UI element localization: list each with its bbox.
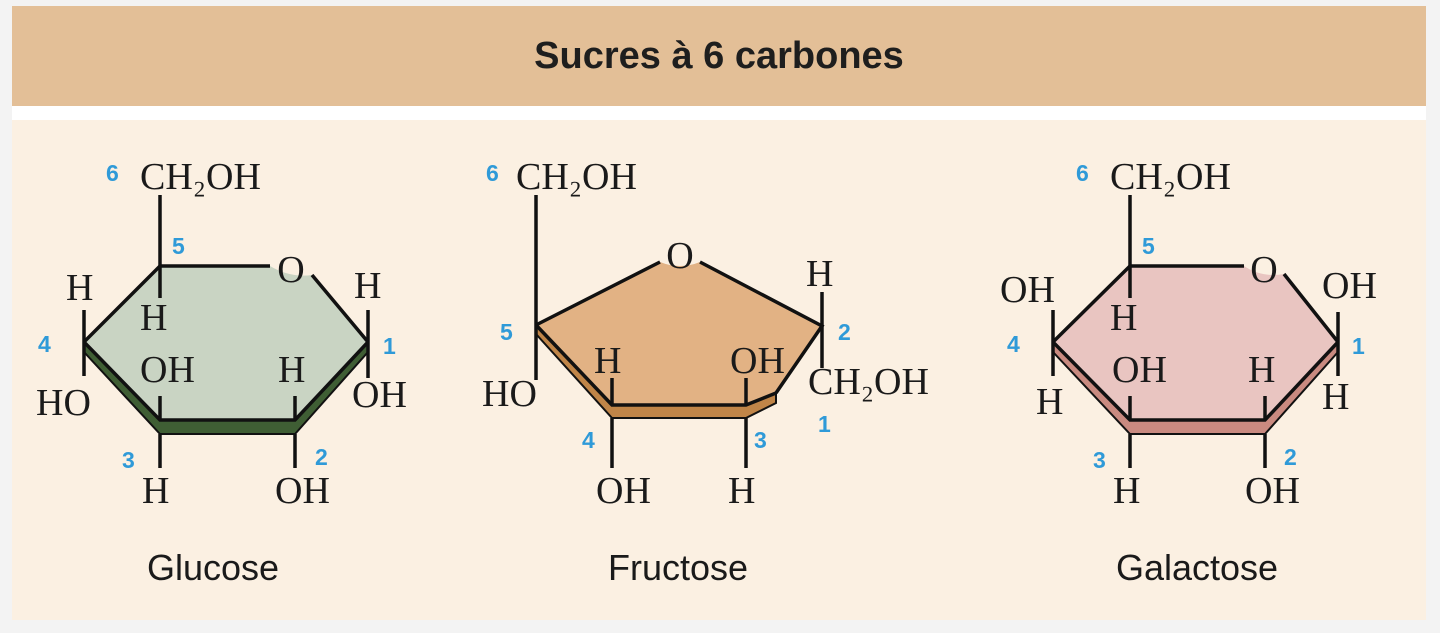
galactose-h-c4: H [1036, 381, 1063, 423]
galactose-oh-c1: OH [1322, 265, 1377, 307]
glucose-structure: CH₂OH O H H HO H OH OH H H OH 1 2 3 4 5 … [36, 156, 407, 588]
fructose-h-c4: H [594, 340, 621, 382]
galactose-carbon-5-number: 5 [1142, 233, 1155, 259]
galactose-oh-c2: OH [1245, 470, 1300, 512]
galactose-ring-fill [1053, 266, 1338, 420]
galactose-carbon-6-number: 6 [1076, 160, 1089, 186]
fructose-carbon-5-number: 5 [500, 319, 513, 345]
fructose-ch2oh-top-label: CH₂OH [516, 156, 637, 198]
galactose-h-c5: H [1110, 297, 1137, 339]
glucose-carbon-2-number: 2 [315, 444, 328, 470]
galactose-h-c3: H [1113, 470, 1140, 512]
galactose-oh-c3: OH [1112, 349, 1167, 391]
fructose-carbon-4-number: 4 [582, 427, 595, 453]
galactose-h-c2: H [1248, 349, 1275, 391]
fructose-ch2oh-c1-label: CH₂OH [808, 361, 929, 403]
fructose-h-c2: H [806, 253, 833, 295]
fructose-carbon-2-number: 2 [838, 319, 851, 345]
glucose-bonds [82, 195, 370, 468]
galactose-carbon-2-number: 2 [1284, 444, 1297, 470]
fructose-ring-fill [536, 262, 822, 405]
galactose-oh-c4: OH [1000, 269, 1055, 311]
galactose-carbon-3-number: 3 [1093, 447, 1106, 473]
fructose-oh-c3: OH [730, 340, 785, 382]
glucose-h-c2: H [278, 349, 305, 391]
glucose-ho-c4: HO [36, 382, 91, 424]
glucose-oh-c1: OH [352, 374, 407, 416]
glucose-ring-fill [84, 266, 368, 420]
header-divider [12, 106, 1426, 120]
glucose-carbon-1-number: 1 [383, 333, 396, 359]
glucose-oh-c2: OH [275, 470, 330, 512]
glucose-carbon-4-number: 4 [38, 331, 51, 357]
galactose-ring-oxygen: O [1250, 249, 1277, 291]
glucose-h-c5: H [140, 297, 167, 339]
galactose-h-c1: H [1322, 376, 1349, 418]
galactose-bonds [1051, 195, 1340, 468]
glucose-carbon-5-number: 5 [172, 233, 185, 259]
galactose-carbon-1-number: 1 [1352, 333, 1365, 359]
galactose-ch2oh-label: CH₂OH [1110, 156, 1231, 198]
glucose-h-c4: H [66, 267, 93, 309]
title-bar: Sucres à 6 carbones [12, 6, 1426, 106]
fructose-name: Fructose [608, 547, 748, 588]
fructose-oh-c4: OH [596, 470, 651, 512]
galactose-name: Galactose [1116, 547, 1278, 588]
fructose-bonds [534, 195, 824, 468]
galactose-carbon-4-number: 4 [1007, 331, 1020, 357]
panel-title: Sucres à 6 carbones [534, 34, 904, 77]
glucose-oh-c3: OH [140, 349, 195, 391]
glucose-ch2oh-label: CH₂OH [140, 156, 261, 198]
glucose-name: Glucose [147, 547, 279, 588]
fructose-ho-c5: HO [482, 373, 537, 415]
galactose-structure: CH₂OH O H OH H OH H OH H H OH 1 2 3 4 5 … [1000, 156, 1377, 588]
fructose-structure: CH₂OH O H HO H OH CH₂OH OH H 1 2 3 4 5 6… [482, 156, 929, 588]
glucose-h-c3: H [142, 470, 169, 512]
fructose-h-c3: H [728, 470, 755, 512]
glucose-carbon-6-number: 6 [106, 160, 119, 186]
glucose-ring-oxygen: O [277, 249, 304, 291]
fructose-carbon-3-number: 3 [754, 427, 767, 453]
glucose-carbon-3-number: 3 [122, 447, 135, 473]
fructose-carbon-1-number: 1 [818, 411, 831, 437]
fructose-carbon-6-number: 6 [486, 160, 499, 186]
fructose-ring-oxygen: O [666, 235, 693, 277]
glucose-h-c1: H [354, 265, 381, 307]
